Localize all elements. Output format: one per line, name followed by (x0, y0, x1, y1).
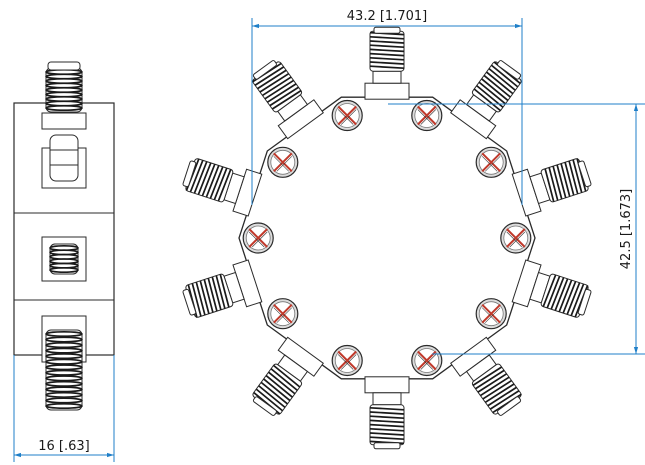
front-view (182, 26, 592, 450)
screw (475, 146, 507, 178)
radial-connector (364, 26, 410, 100)
screw (500, 222, 532, 254)
depth-dimension-label: 16 [.63] (38, 439, 90, 454)
radial-connector (364, 376, 410, 450)
radial-connector (511, 158, 592, 217)
side-flange (41, 112, 87, 130)
screw (411, 344, 443, 377)
radial-connector (182, 259, 263, 318)
dimension-depth: 16 [.63] (13, 355, 115, 462)
side-connector-top (45, 61, 83, 113)
screw (267, 146, 299, 178)
screw (267, 298, 299, 330)
radial-connector (450, 336, 522, 416)
dimension-width: 43.2 [1.701] (251, 9, 523, 205)
screw (242, 222, 274, 254)
radial-connector (252, 60, 324, 140)
height-dimension-label: 42.5 [1.673] (619, 189, 634, 269)
radial-connector (182, 158, 263, 217)
side-view (13, 61, 115, 411)
decagon-body (238, 96, 536, 380)
screw (331, 344, 363, 377)
radial-connector (252, 336, 324, 416)
width-dimension-label: 43.2 [1.701] (347, 9, 427, 24)
screw (411, 99, 443, 132)
radial-connector (450, 60, 522, 140)
side-connector-middle (41, 236, 87, 282)
screw (331, 99, 363, 132)
dimension-height: 42.5 [1.673] (388, 103, 645, 355)
radial-connector (511, 259, 592, 318)
screw (475, 298, 507, 330)
side-connector-bottom (41, 315, 87, 411)
side-connector-upper (41, 134, 87, 189)
